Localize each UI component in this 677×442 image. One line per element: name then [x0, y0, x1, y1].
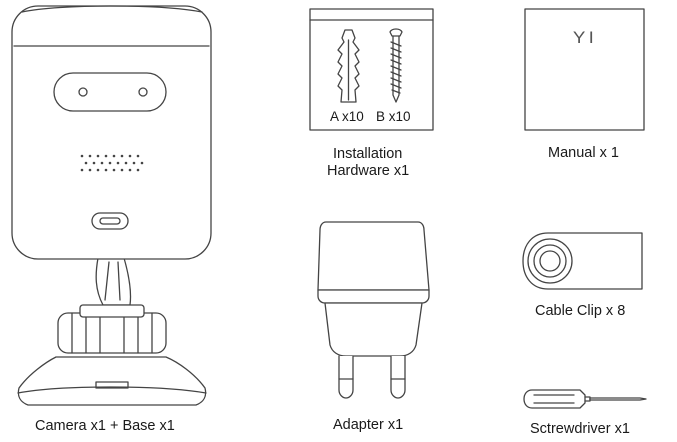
- hardware-drawing: [309, 8, 434, 131]
- hardware-anchor-label: A x10: [330, 109, 364, 124]
- cable-clip-drawing: [522, 232, 643, 290]
- speaker-grille: [80, 154, 144, 172]
- manual-drawing: [524, 8, 645, 131]
- manual-label: Manual x 1: [548, 145, 619, 161]
- adapter-drawing: [317, 221, 430, 399]
- camera-label: Camera x1 + Base x1: [35, 418, 175, 434]
- screwdriver-label: Sctrewdriver x1: [530, 421, 630, 437]
- cable-clip-label: Cable Clip x 8: [535, 303, 626, 319]
- screwdriver-drawing: [523, 389, 647, 409]
- hardware-label-line2: Hardware x1: [327, 163, 410, 179]
- manual-logo: YI: [572, 28, 598, 47]
- hardware-label-line1: Installation: [333, 146, 403, 162]
- adapter-label: Adapter x1: [333, 417, 404, 433]
- wall-anchor-icon: [337, 29, 360, 103]
- camera-drawing: [11, 5, 212, 406]
- screw-icon: [389, 28, 403, 103]
- hardware-screw-label: B x10: [376, 109, 411, 124]
